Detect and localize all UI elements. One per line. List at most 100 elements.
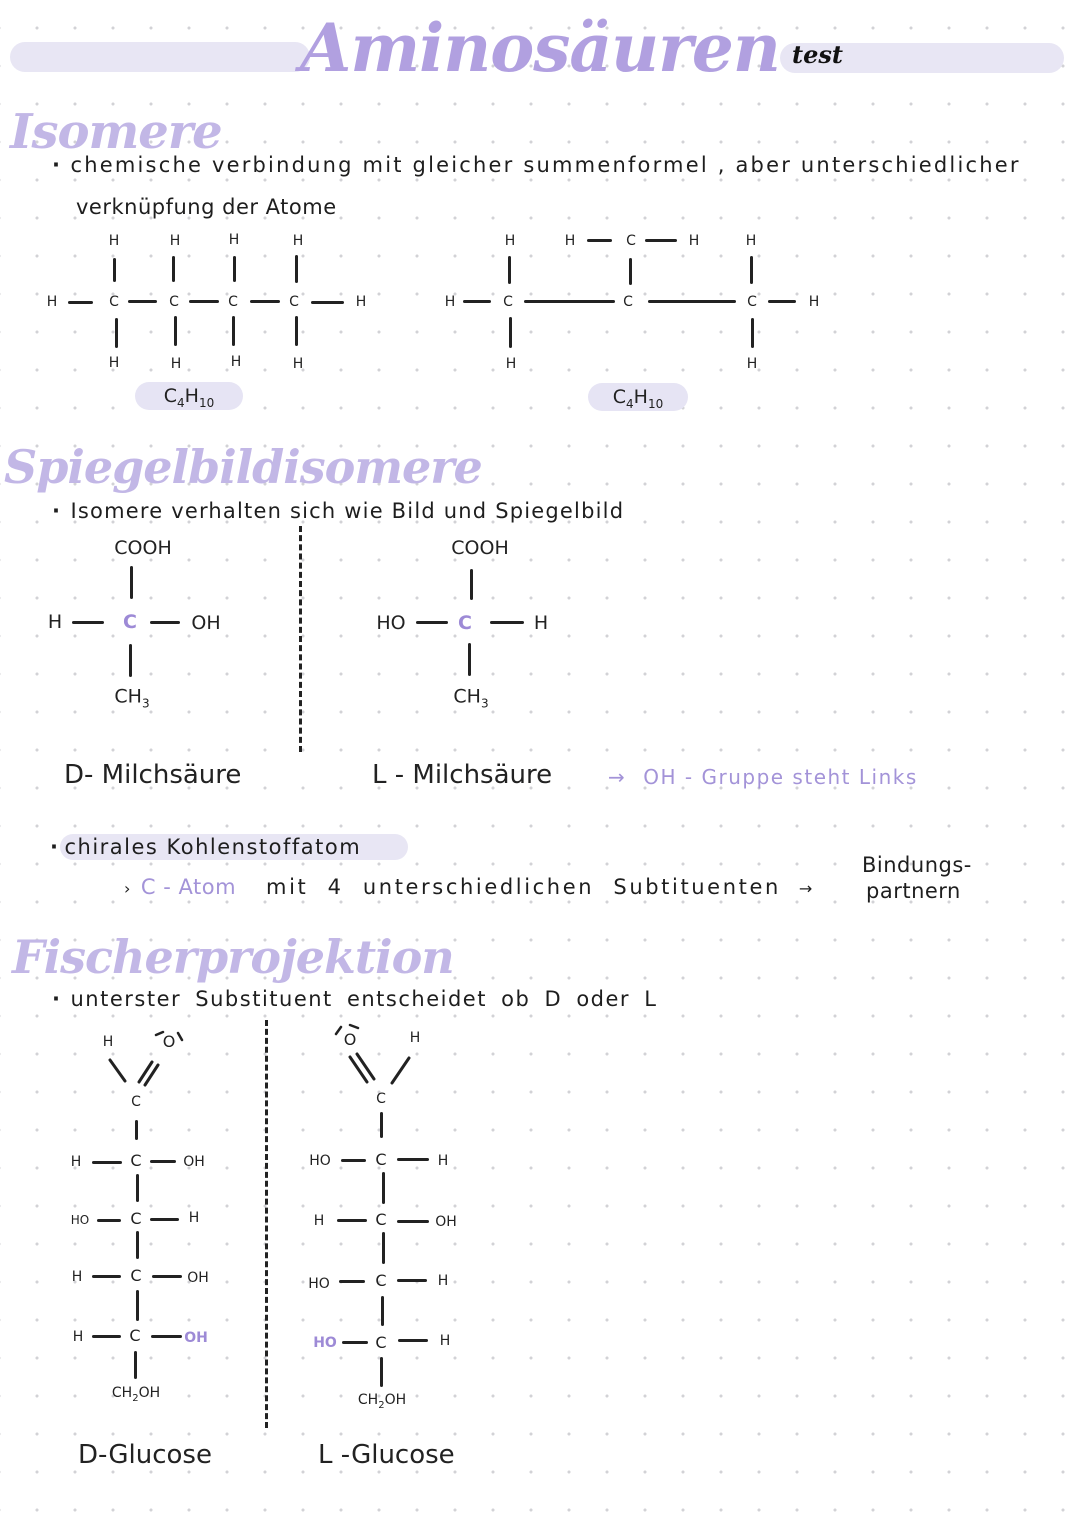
section-heading-spiegelbildisomere: Spiegelbildisomere	[4, 440, 483, 494]
bond	[397, 1279, 427, 1282]
bond	[128, 300, 157, 303]
bond	[397, 1158, 429, 1161]
substituent-left: H	[72, 1329, 84, 1345]
bullet-dot: ·	[52, 499, 61, 523]
atom-c: C	[169, 294, 179, 310]
atom-h: H	[688, 233, 700, 249]
oh-group-note-text: OH - Gruppe steht Links	[643, 765, 918, 789]
atom-c: C	[130, 1209, 142, 1228]
chiral-definition-text: mit 4 unterschiedlichen Subtituenten	[266, 875, 781, 899]
atom-c: C	[747, 294, 757, 310]
bond	[629, 258, 632, 285]
mirror-plane-line	[265, 1020, 268, 1428]
atom-c: C	[626, 233, 636, 249]
group-cooh: COOH	[114, 537, 172, 559]
group-ch2oh: CH2OH	[358, 1392, 406, 1414]
determining-ho-group: HO	[313, 1335, 337, 1351]
bond	[151, 1335, 182, 1338]
chiral-carbon-heading-text: chirales Kohlenstoffatom	[64, 835, 362, 859]
bond	[136, 1231, 139, 1259]
ch2oh-sub: 2	[378, 1399, 385, 1411]
bond	[397, 1220, 429, 1223]
bullet-dot: ·	[52, 987, 61, 1011]
atom-h: H	[228, 232, 240, 248]
bond	[468, 643, 471, 676]
bond	[509, 317, 512, 348]
section-heading-fischerprojektion: Fischerprojektion	[12, 930, 455, 984]
atom-h: H	[409, 1030, 421, 1046]
c-atom-term: C - Atom	[140, 875, 237, 899]
bond	[136, 1290, 139, 1321]
bond	[645, 239, 677, 242]
l-glucose-label: L -Glucose	[318, 1440, 455, 1470]
mirror-plane-line	[299, 526, 302, 752]
bond	[382, 1172, 385, 1204]
group-ch3: CH3	[453, 687, 488, 712]
ch2oh-end: OH	[384, 1392, 407, 1409]
bond	[398, 1339, 428, 1342]
bond	[136, 1174, 139, 1202]
bond	[751, 318, 754, 348]
bond	[174, 316, 177, 346]
l-lactic-acid-label: L - Milchsäure	[372, 760, 553, 790]
ch2oh-sub: 2	[132, 1392, 139, 1404]
page-title: Aminosäuren	[300, 9, 781, 87]
atom-o: O	[343, 1030, 357, 1049]
bond	[342, 1341, 368, 1344]
bond	[129, 644, 132, 677]
fischer-definition: ·unterster Substituent entscheidet ob D …	[52, 986, 657, 1012]
atom-h: H	[292, 356, 304, 372]
chiral-carbon-definition: › C - Atom mit 4 unterschiedlichen Subtitu…	[124, 874, 813, 902]
atom-h: H	[505, 356, 517, 372]
bond	[381, 1296, 384, 1326]
oh-group-note: → OH - Gruppe steht Links	[608, 764, 918, 790]
atom-h: H	[292, 233, 304, 249]
bullet-dot: ·	[52, 153, 61, 177]
bond	[339, 1280, 365, 1283]
bond	[150, 621, 180, 624]
isomere-definition-line1: ·chemische verbindung mit gleicher summe…	[52, 152, 1021, 178]
bond	[470, 569, 473, 600]
substituent-right: H	[437, 1153, 449, 1169]
atom-h: H	[355, 294, 367, 310]
substituent-right: H	[439, 1333, 451, 1349]
formula-c: C	[612, 386, 627, 408]
bond	[380, 1357, 383, 1387]
bond	[232, 316, 235, 346]
bond	[134, 1351, 137, 1379]
bond	[113, 258, 116, 282]
arrow-right-icon: →	[608, 765, 626, 789]
atom-o: O	[162, 1032, 176, 1051]
bond	[587, 239, 612, 242]
formula-c-sub: 4	[177, 395, 185, 410]
formula-h: H	[633, 386, 648, 408]
atom-h: H	[746, 356, 758, 372]
ch3-main: CH	[114, 685, 142, 708]
atom-h: H	[46, 294, 58, 310]
bond	[233, 256, 236, 282]
formula-h-sub: 10	[647, 396, 664, 411]
formula-c-sub: 4	[626, 396, 634, 411]
sub-bullet-icon: ›	[124, 879, 131, 898]
atom-c: C	[503, 294, 513, 310]
substituent-left: H	[71, 1269, 83, 1285]
atom-h: H	[504, 233, 516, 249]
isomere-definition-line2: verknüpfung der Atome	[76, 195, 337, 219]
section-heading-isomere: Isomere	[10, 104, 223, 160]
substituent-right: OH	[187, 1270, 209, 1286]
bond	[250, 300, 280, 303]
atom-h: H	[170, 356, 182, 372]
bond	[189, 300, 219, 303]
substituent-right: OH	[435, 1214, 457, 1230]
bond	[295, 255, 298, 283]
atom-c: C	[109, 294, 119, 310]
group-ho: HO	[376, 612, 406, 634]
bond	[524, 300, 615, 303]
title-bar-left	[10, 42, 310, 72]
atom-c: C	[228, 294, 238, 310]
atom-c: C	[129, 1326, 141, 1345]
bond	[135, 1120, 138, 1140]
substituent-right: H	[188, 1210, 200, 1226]
bond	[337, 1219, 367, 1222]
atom-c: C	[131, 1094, 141, 1110]
